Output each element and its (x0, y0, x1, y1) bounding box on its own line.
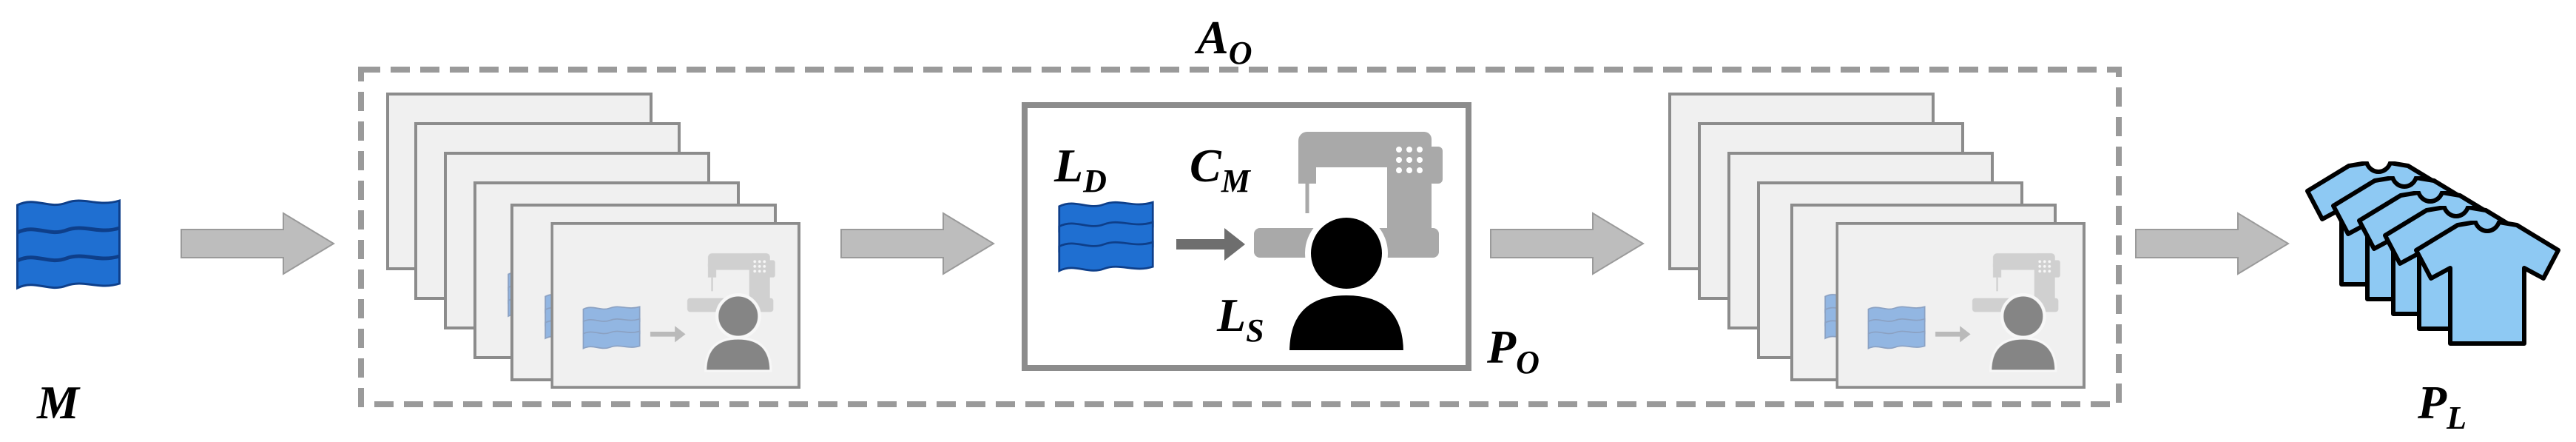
operations-area-boundary (358, 67, 2122, 407)
flow-arrow-icon (1490, 212, 1644, 275)
process-label: PO (1486, 321, 1540, 381)
right-process-stack (1670, 94, 2084, 387)
flow-arrow-icon (2135, 212, 2289, 275)
labor-direct-label: LD (1053, 139, 1107, 199)
materials-fabric-icon (16, 199, 121, 289)
left-process-stack (388, 94, 799, 387)
machine-label: CM (1190, 139, 1252, 199)
small-arrow-icon (1176, 228, 1245, 261)
fabric-layers-icon (1058, 201, 1154, 272)
process-box (1022, 102, 1471, 371)
materials-label: M (36, 376, 81, 429)
flow-arrow-icon (181, 212, 334, 275)
shirt-stack-icon (2307, 163, 2558, 344)
product-label: PL (2417, 376, 2467, 436)
labor-staff-label: LS (1216, 289, 1264, 349)
flow-arrow-icon (840, 212, 994, 275)
operations-area-label: AO (1194, 11, 1252, 71)
